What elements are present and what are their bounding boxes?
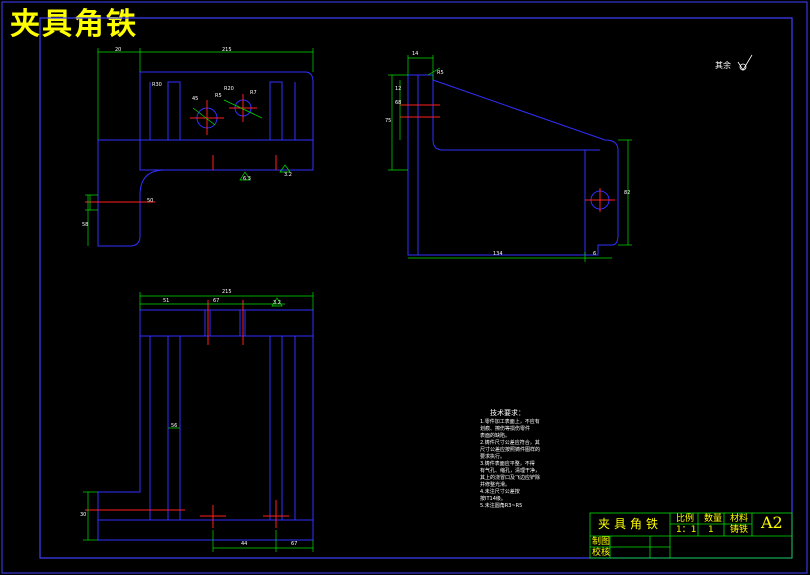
title-block-header-qty: 数量 [704,514,723,524]
roughness-symbol [737,54,753,71]
dim-text: 215 [222,47,232,53]
dim-text: 3.2 [284,172,292,178]
tech-req-title: 技术要求： [490,409,525,417]
title-block-header-scale: 比例 [676,514,695,524]
tech-req-line: 要求执行。 [480,454,506,460]
technical-requirements: 技术要求： 1.零件加工表面上，不应有 划痕、擦伤等损伤零件 表面的缺陷。 2.… [480,410,550,510]
tech-req-line: 1.零件加工表面上，不应有 [480,419,540,425]
title-block-qty: 1 [708,525,714,535]
view-front-dims [85,48,314,246]
dim-text: 56 [171,423,178,429]
dim-text: 14 [412,51,419,57]
title-block-name: 夹具角铁 [598,517,663,531]
drawing-title: 夹具角铁 [10,7,138,42]
tech-req-line: 2.铸件尺寸公差应符合，其 [480,440,540,446]
dim-text: 20 [115,47,122,53]
tech-req-line: 划痕、擦伤等损伤零件 [480,426,531,432]
dim-text: 134 [493,251,503,257]
tech-req-line: 有气孔、缩孔，清理干净， [480,468,541,474]
dim-text: 68 [395,100,402,106]
dim-text: 215 [222,289,232,295]
dim-text: R30 [152,82,162,88]
inner-frame [39,17,793,559]
view-front-centerlines [85,94,277,203]
tech-req-line: 4.未注尺寸公差按 [480,489,520,495]
view-side-features [400,104,615,212]
title-block-row-checked: 校核 [592,548,611,558]
tech-req-line: 其上的浇冒口及飞边应铲除 [480,475,541,481]
tech-req-line: 尺寸公差应按照铸件图样的 [480,447,541,453]
dim-text: 6 [593,251,597,257]
dim-text: 58 [82,222,89,228]
dim-text: R20 [224,86,234,92]
dim-text: 67 [213,298,220,304]
dim-text: R5 [437,70,444,76]
tech-req-line: 5.未注圆角R3~R5 [480,503,523,509]
view-top-dims [83,292,314,552]
dim-text: 12 [395,86,402,92]
tech-req-line: 并修整光滑。 [480,482,511,488]
dim-text: 67 [291,541,298,547]
dim-text: R7 [250,90,257,96]
tech-req-line: 表面的缺陷。 [480,433,511,439]
view-top-centerlines [85,300,289,528]
dim-text: 75 [385,118,392,124]
dim-text: 30 [80,512,87,518]
title-block-material: 铸铁 [730,525,749,535]
dim-text: 3.2 [273,300,281,306]
dim-text: 51 [163,298,170,304]
view-side-dims [388,55,632,262]
dim-text: 6.3 [243,176,251,182]
dim-text: 44 [241,541,248,547]
title-block-lines [589,512,793,559]
dim-text: 82 [624,190,631,196]
dim-text: R5 [215,93,222,99]
title-block-scale: 1：1 [676,525,697,535]
tech-req-line: 3.铸件表面应平整，不得 [480,461,535,467]
title-block-header-material: 材料 [730,514,749,524]
title-block-row-drawn: 制图 [592,537,611,547]
dim-text: 50 [147,198,154,204]
tech-req-line: 按IT14级。 [480,496,506,502]
roughness-note: 其余 [715,61,731,70]
dim-text: 45 [192,96,199,102]
title-block-sheet-size: A2 [761,513,783,532]
